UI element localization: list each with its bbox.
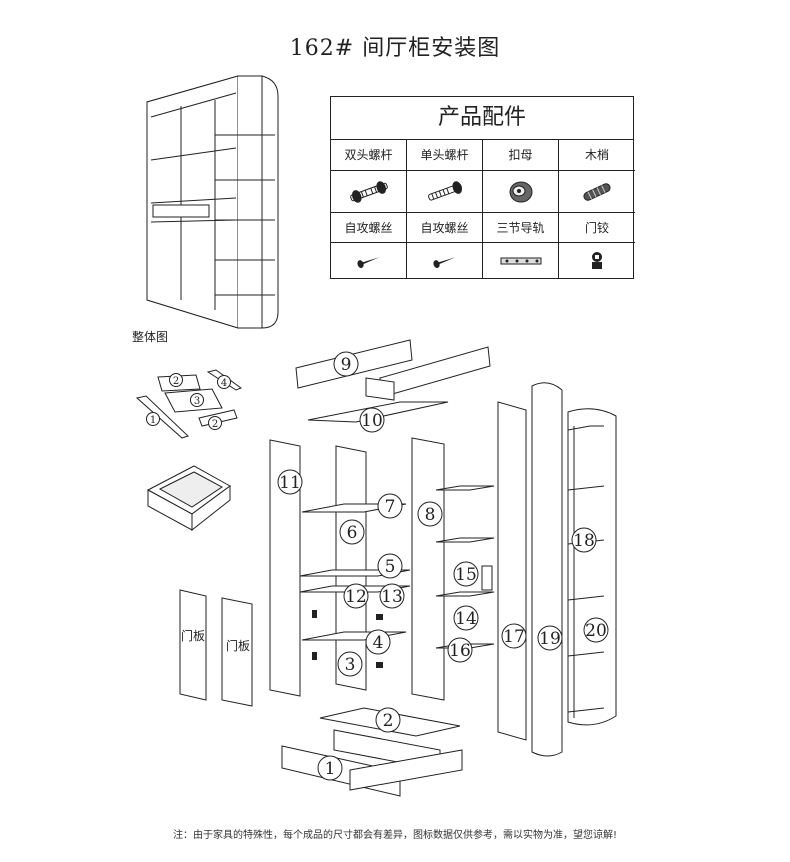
part-number-10: 10 (361, 411, 383, 431)
parts-table: 产品配件 双头螺杆 单头螺杆 扣母 木梢 自攻螺丝 自攻螺丝 三节导轨 门铰 (330, 96, 635, 279)
cabinet-overview-drawing (146, 75, 279, 329)
part-number-6: 6 (347, 523, 358, 543)
self-tapping-screw-icon (331, 243, 407, 279)
part-number-19: 19 (539, 629, 561, 649)
part-number-circle-17 (501, 623, 527, 649)
part-number-2: 2 (383, 711, 394, 731)
drawer-assembled (146, 465, 231, 532)
part-number-circle-1 (317, 755, 343, 781)
part-number-circle-9 (333, 351, 359, 377)
part-number-circle-20 (583, 617, 609, 643)
wooden-dowel-icon (559, 171, 635, 213)
part-number-7: 7 (385, 497, 396, 517)
double-screw-rod-icon (331, 171, 407, 213)
part-number-circle-18 (571, 527, 597, 553)
part-label-cam-nut: 扣母 (483, 139, 559, 171)
part-label-double-screw: 双头螺杆 (331, 139, 407, 171)
part-number-circle-13 (379, 583, 405, 609)
door-panel-label: 门板 (181, 628, 205, 643)
part-number-circle-5 (377, 553, 403, 579)
part-number-11: 11 (279, 473, 301, 493)
part-number-circle-11 (277, 469, 303, 495)
door-panel-left (179, 589, 207, 701)
part-number-circle-15 (453, 561, 479, 587)
drawer-number-circle (190, 393, 204, 407)
page-title: 162# 间厅柜安装图 (289, 36, 501, 61)
drawer-number-circle (146, 412, 160, 426)
part-number-8: 8 (425, 505, 436, 525)
panel-8 (411, 437, 445, 701)
part-number-18: 18 (573, 531, 595, 551)
part-number-circle-14 (453, 605, 479, 631)
drawer-number-circle (208, 416, 222, 430)
part-number-circle-3 (337, 651, 363, 677)
part-number-4: 4 (373, 633, 384, 653)
part-number-5: 5 (385, 557, 396, 577)
part-label-tapping-screw-1: 自攻螺丝 (331, 213, 407, 243)
part-number-circle-12 (343, 583, 369, 609)
door-hinge-icon (559, 243, 635, 279)
part-number-17: 17 (503, 627, 525, 647)
part-number-circle-4 (365, 629, 391, 655)
part-number-15: 15 (455, 565, 477, 585)
part-label-single-screw: 单头螺杆 (407, 139, 483, 171)
drawer-number-circle (217, 375, 231, 389)
footnote: 注：由于家具的特殊性，每个成品的尺寸都会有差异，图标数据仅供参考，需以实物为准，… (172, 830, 617, 841)
drawer-part-number: 2 (212, 419, 218, 430)
part-number-circle-19 (537, 625, 563, 651)
self-tapping-screw-icon-2 (407, 243, 483, 279)
part-number-circle-10 (359, 407, 385, 433)
part-number-20: 20 (585, 621, 607, 641)
part-number-circle-8 (417, 501, 443, 527)
part-label-tapping-screw-2: 自攻螺丝 (407, 213, 483, 243)
part-label-slide-rail: 三节导轨 (483, 213, 559, 243)
part-number-circle-2 (375, 707, 401, 733)
door-panel-label: 门板 (226, 638, 250, 653)
cam-lock-nut-icon (483, 171, 559, 213)
part-number-circle-16 (447, 637, 473, 663)
drawer-part-number: 1 (150, 415, 156, 426)
three-section-slide-rail-icon (483, 243, 559, 279)
part-label-dowel: 木梢 (559, 139, 635, 171)
panel-20 (567, 408, 617, 726)
part-number-circle-6 (339, 519, 365, 545)
door-panel-right (221, 597, 253, 707)
part-number-13: 13 (381, 587, 403, 607)
part-number-12: 12 (345, 587, 367, 607)
part-number-16: 16 (449, 641, 471, 661)
panel-17 (497, 401, 527, 741)
part-label-hinge: 门铰 (559, 213, 635, 243)
panel-11 (269, 439, 301, 697)
drawer-part-number: 2 (173, 376, 179, 387)
drawer-part-number: 3 (194, 396, 200, 407)
part-number-3: 3 (345, 655, 356, 675)
part-number-1: 1 (325, 759, 336, 779)
part-number-circle-7 (377, 493, 403, 519)
drawer-part-number: 4 (221, 378, 227, 389)
part-number-9: 9 (341, 355, 352, 375)
single-screw-rod-icon (407, 171, 483, 213)
drawer-number-circle (169, 373, 183, 387)
part-number-14: 14 (455, 609, 477, 629)
panel-19 (531, 382, 563, 757)
overview-label: 整体图 (132, 330, 169, 344)
